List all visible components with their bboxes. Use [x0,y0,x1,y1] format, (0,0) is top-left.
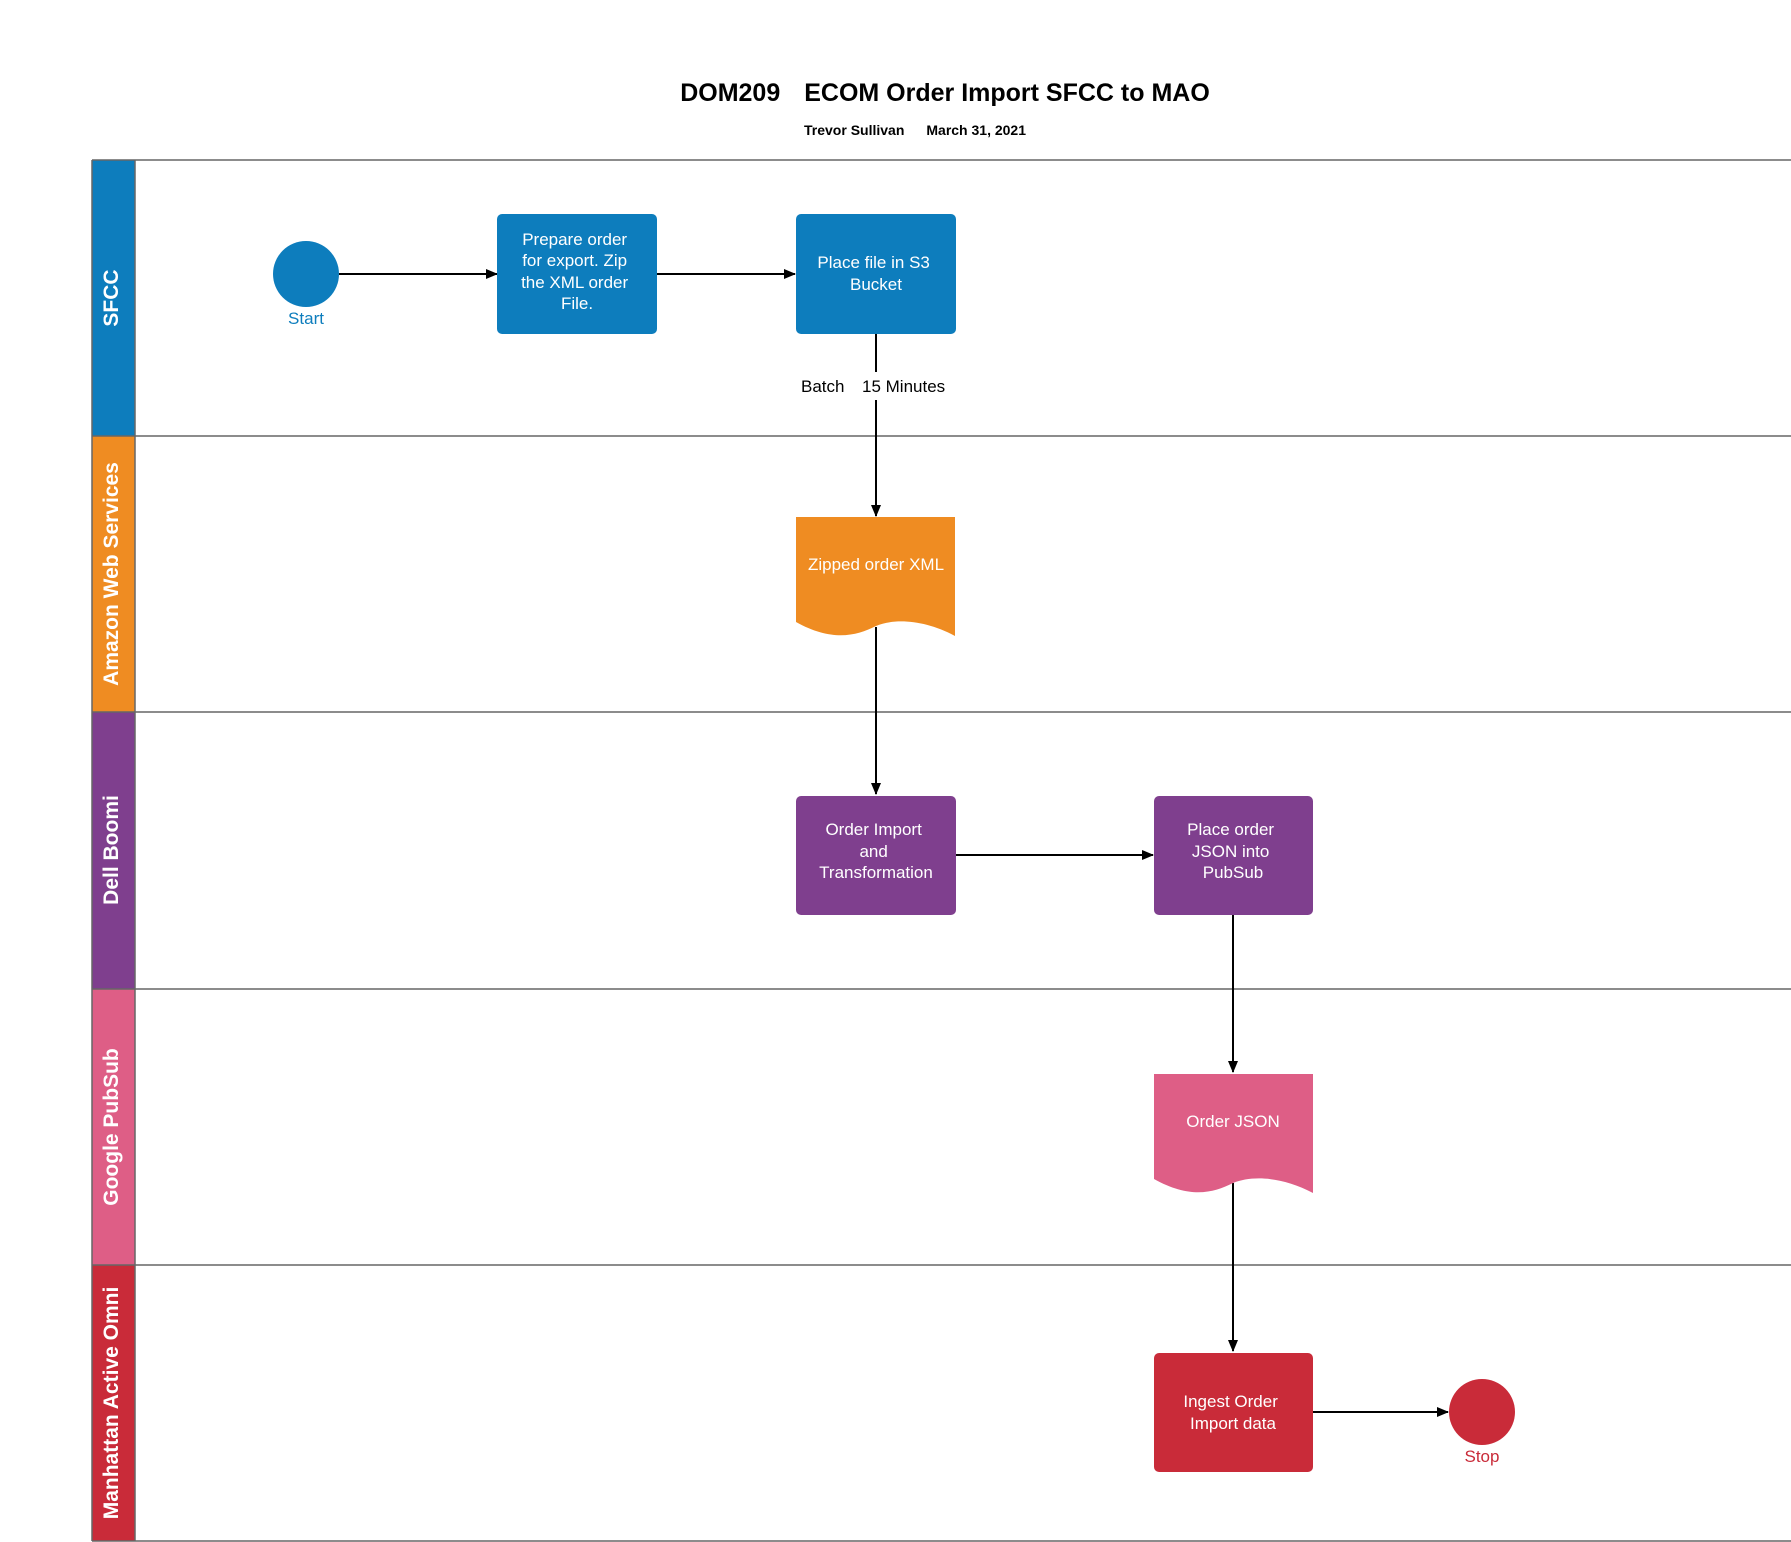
edge-label-interval: 15 Minutes [862,377,945,396]
stop-event-circle [1449,1379,1515,1445]
date-label: March 31, 2021 [926,122,1026,138]
task-order-import-text: Order Import and Transformation [819,820,933,882]
diagram-code: DOM209 [680,79,780,107]
lane-strip-aws [92,436,135,712]
lane-strip-pubsub [92,989,135,1265]
edge-label-batch: Batch [801,377,844,396]
page-title: DOM209 ECOM Order Import SFCC to MAO [680,79,1210,107]
edges [339,269,1449,1417]
lane-borders [91,159,1791,1542]
document-order-json-text: Order JSON [1186,1112,1280,1131]
start-event-label: Start [288,309,324,328]
document-order-json[interactable]: Order JSON [1154,1074,1313,1193]
task-ingest-order-text: Ingest Order Import data [1183,1392,1282,1433]
task-place-order-json-box [1154,796,1313,915]
task-place-file-s3-text: Place file in S3 Bucket [817,253,934,294]
lane-label-sfcc: SFCC [100,269,123,326]
start-event[interactable]: Start [273,241,339,328]
document-zipped-order-xml-shape [796,517,955,636]
task-place-order-json[interactable]: Place order JSON into PubSub [1154,796,1313,915]
task-order-import-box [796,796,956,915]
document-order-json-shape [1154,1074,1313,1193]
task-ingest-order-box [1154,1353,1313,1472]
stop-event[interactable]: Stop [1449,1379,1515,1466]
task-prepare-order-box [497,214,657,334]
task-ingest-order[interactable]: Ingest Order Import data [1154,1353,1313,1472]
lane-strip-sfcc [92,160,135,436]
task-order-import[interactable]: Order Import and Transformation [796,796,956,915]
lane-strip-mao [92,1265,135,1541]
lane-strip-boomi [92,712,135,989]
lane-strips [92,160,135,1541]
diagram-subtitle: Trevor Sullivan March 31, 2021 [804,122,1026,138]
task-place-file-s3[interactable]: Place file in S3 Bucket [796,214,956,334]
lane-label-mao: Manhattan Active Omni [100,1287,123,1520]
document-zipped-order-xml-text: Zipped order XML [808,555,944,574]
stop-event-label: Stop [1465,1447,1500,1466]
task-place-order-json-text: Place order JSON into PubSub [1187,820,1279,882]
start-event-circle [273,241,339,307]
lane-label-boomi: Dell Boomi [100,795,123,905]
task-place-file-s3-box [796,214,956,334]
task-prepare-order[interactable]: Prepare order for export. Zip the XML or… [497,214,657,334]
document-zipped-order-xml[interactable]: Zipped order XML [796,517,955,636]
lane-label-pubsub: Google PubSub [100,1048,123,1206]
lane-label-aws: Amazon Web Services [100,462,123,686]
author-label: Trevor Sullivan [804,122,904,138]
diagram-title: ECOM Order Import SFCC to MAO [804,79,1210,107]
task-prepare-order-text: Prepare order for export. Zip the XML or… [521,230,633,313]
